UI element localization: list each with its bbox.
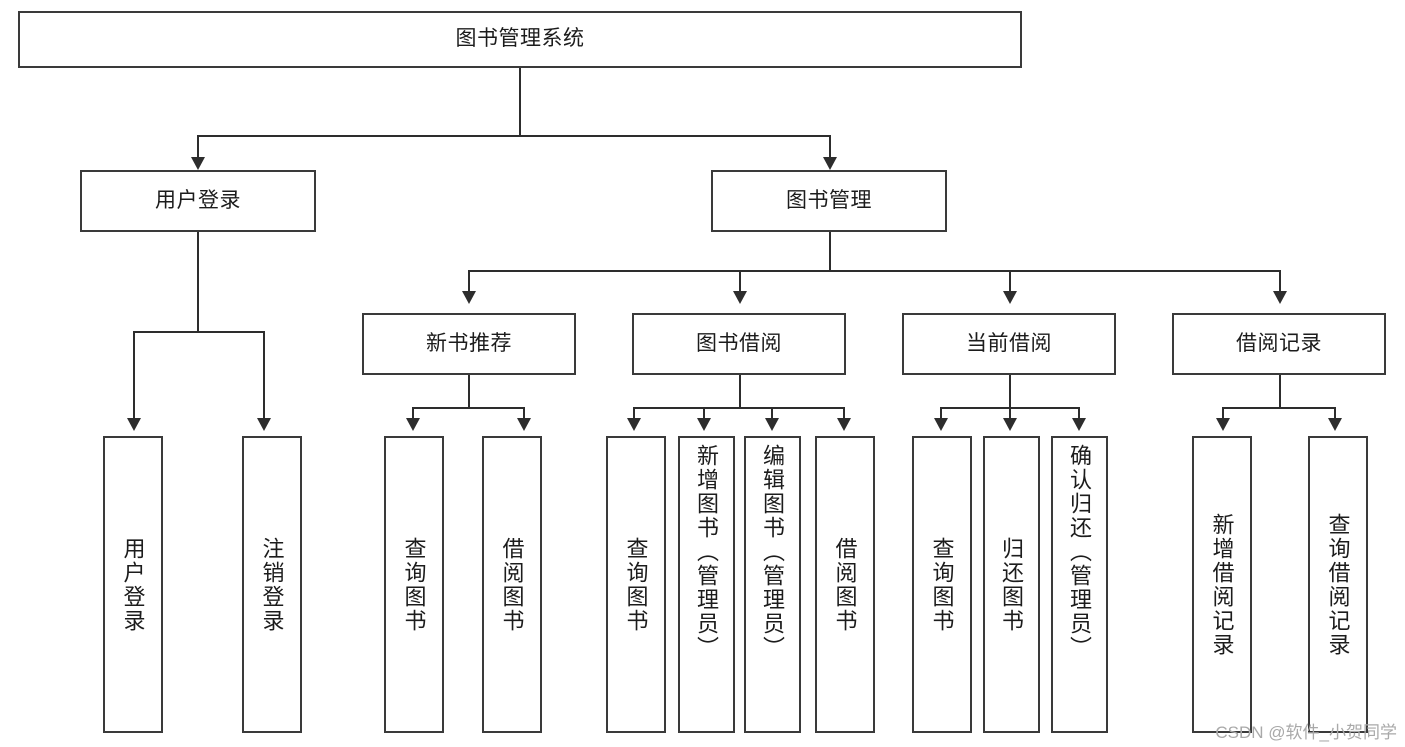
connector-borrow-l1 [633,407,635,420]
connector-newbook-l1 [412,407,414,420]
connector-current-l2 [1009,407,1011,420]
connector-login-trunk [197,232,199,333]
node-book-management[interactable]: 图书管理 [711,170,947,232]
leaf-borrow-borrow-book[interactable]: 借阅图书 [815,436,875,733]
arrow-record-l2 [1328,418,1342,431]
leaf-user-login[interactable]: 用户登录 [103,436,163,733]
leaf-borrow-add-book-admin[interactable]: 新增图书（管理员） [678,436,735,733]
arrow-borrow-l2 [697,418,711,431]
node-label: 图书管理 [786,188,872,212]
leaf-record-add-record[interactable]: 新增借阅记录 [1192,436,1252,733]
arrow-to-login [191,157,205,170]
connector-borrow-bar [633,407,845,409]
connector-borrow-l3 [771,407,773,420]
connector-bm-c3 [1009,270,1011,293]
node-label: 图书借阅 [696,331,782,355]
node-label: 归还图书 [999,536,1025,633]
connector-login-leaf2 [263,331,265,420]
arrow-newbook-l2 [517,418,531,431]
node-root-system[interactable]: 图书管理系统 [18,11,1022,68]
connector-bookmgmt-trunk [829,232,831,272]
connector-newbook-trunk [468,375,470,409]
connector-current-l3 [1078,407,1080,420]
node-new-book-recommend[interactable]: 新书推荐 [362,313,576,375]
leaf-logout[interactable]: 注销登录 [242,436,302,733]
connector-record-l1 [1222,407,1224,420]
arrow-to-bookmgmt [823,157,837,170]
connector-bm-c4 [1279,270,1281,293]
connector-record-trunk [1279,375,1281,409]
connector-root-to-bookmgmt [829,135,831,159]
connector-current-trunk [1009,375,1011,409]
node-label: 查询图书 [623,536,649,633]
node-label: 借阅图书 [832,536,858,633]
arrow-borrow-l3 [765,418,779,431]
leaf-current-query-book[interactable]: 查询图书 [912,436,972,733]
connector-root-trunk [519,68,521,135]
leaf-current-confirm-return-admin[interactable]: 确认归还（管理员） [1051,436,1108,733]
connector-record-bar [1222,407,1336,409]
node-label: 查询图书 [929,536,955,633]
leaf-record-query-record[interactable]: 查询借阅记录 [1308,436,1368,733]
node-label: 注销登录 [259,536,285,633]
node-current-borrow[interactable]: 当前借阅 [902,313,1116,375]
connector-borrow-trunk [739,375,741,409]
node-label: 新增图书（管理员） [694,444,720,660]
node-label: 图书管理系统 [455,27,585,51]
node-label: 确认归还（管理员） [1067,444,1093,660]
arrow-bm-c3 [1003,291,1017,304]
arrow-borrow-l1 [627,418,641,431]
node-label: 借阅记录 [1236,331,1322,355]
arrow-login-leaf1 [127,418,141,431]
arrow-bm-c4 [1273,291,1287,304]
node-label: 用户登录 [155,188,241,212]
leaf-borrow-query-book[interactable]: 查询图书 [606,436,666,733]
leaf-newbook-borrow-book[interactable]: 借阅图书 [482,436,542,733]
node-label: 编辑图书（管理员） [760,444,786,660]
node-label: 新增借阅记录 [1209,512,1235,657]
connector-bm-c1 [468,270,470,293]
node-user-login[interactable]: 用户登录 [80,170,316,232]
arrow-login-leaf2 [257,418,271,431]
connector-current-l1 [940,407,942,420]
arrow-bm-c2 [733,291,747,304]
connector-root-bar [197,135,831,137]
connector-newbook-bar [412,407,525,409]
node-label: 新书推荐 [426,331,512,355]
leaf-newbook-query-book[interactable]: 查询图书 [384,436,444,733]
connector-borrow-l4 [843,407,845,420]
leaf-borrow-edit-book-admin[interactable]: 编辑图书（管理员） [744,436,801,733]
arrow-current-l2 [1003,418,1017,431]
node-label: 借阅图书 [499,536,525,633]
arrow-borrow-l4 [837,418,851,431]
connector-bm-c2 [739,270,741,293]
arrow-current-l1 [934,418,948,431]
node-label: 用户登录 [120,536,146,633]
node-label: 查询借阅记录 [1325,512,1351,657]
node-label: 查询图书 [401,536,427,633]
arrow-bm-c1 [462,291,476,304]
arrow-current-l3 [1072,418,1086,431]
connector-borrow-l2 [703,407,705,420]
connector-root-to-login [197,135,199,159]
arrow-record-l1 [1216,418,1230,431]
connector-record-l2 [1334,407,1336,420]
leaf-current-return-book[interactable]: 归还图书 [983,436,1040,733]
arrow-newbook-l1 [406,418,420,431]
connector-newbook-l2 [523,407,525,420]
connector-bookmgmt-bar [468,270,1280,272]
node-label: 当前借阅 [966,331,1052,355]
connector-login-bar [133,331,265,333]
node-borrow-record[interactable]: 借阅记录 [1172,313,1386,375]
node-book-borrow[interactable]: 图书借阅 [632,313,846,375]
watermark-text: CSDN @软件_小贺同学 [1215,723,1397,742]
connector-login-leaf1 [133,331,135,420]
